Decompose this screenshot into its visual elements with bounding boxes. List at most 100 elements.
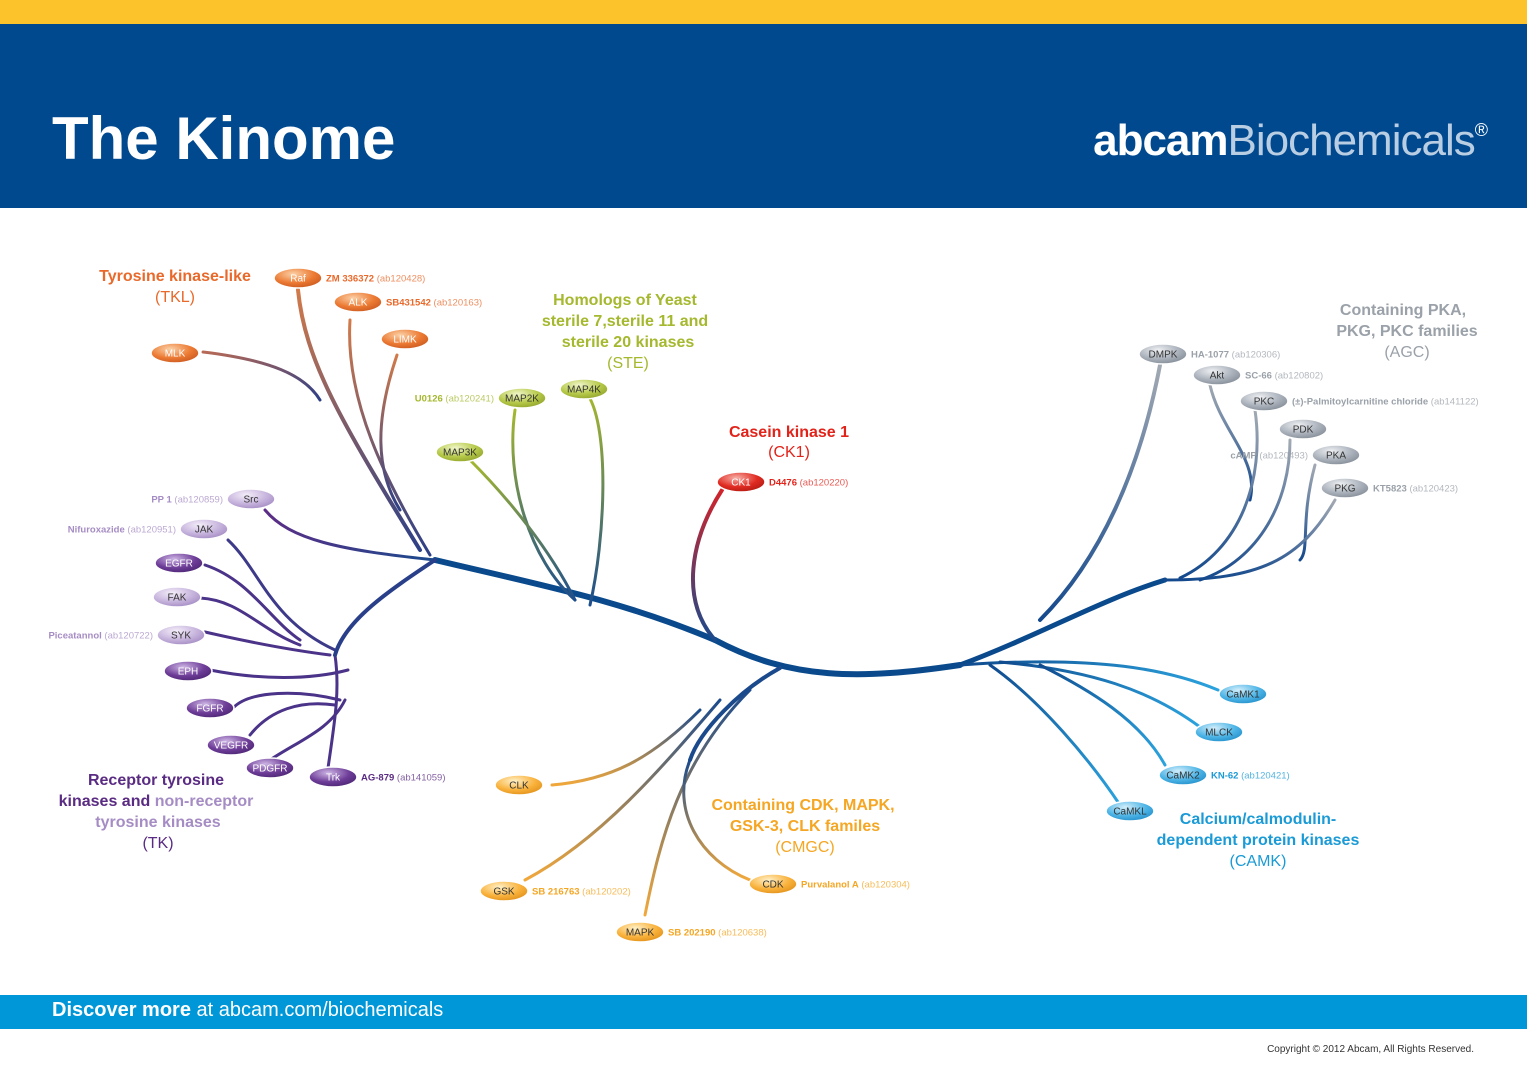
tk-branches — [198, 508, 437, 770]
kinase-oval-trk[interactable] — [308, 766, 358, 788]
kinase-node-egfr[interactable]: EGFR — [154, 552, 204, 574]
kinase-oval-pdgfr[interactable] — [245, 757, 295, 779]
kinase-label-pdk: PDK — [1293, 425, 1314, 436]
discover-url: at abcam.com/biochemicals — [190, 999, 444, 1021]
inhibitor-catalog-mapk: (ab120638) — [716, 928, 767, 939]
inhibitor-catalog-jak: (ab120951) — [125, 525, 176, 536]
kinase-label-limk: LIMK — [393, 335, 417, 346]
kinase-label-alk: ALK — [349, 298, 368, 309]
kinase-node-mlck[interactable]: MLCK — [1194, 721, 1244, 743]
kinase-oval-raf[interactable] — [273, 267, 323, 289]
header-banner — [0, 24, 1527, 208]
kinase-oval-gsk[interactable] — [479, 880, 529, 902]
kinase-node-pdk[interactable]: PDK — [1278, 418, 1328, 440]
kinase-oval-map4k[interactable] — [559, 378, 609, 400]
kinase-label-pdgfr: PDGFR — [253, 764, 288, 775]
brand-bold: abcam — [1093, 116, 1228, 165]
kinase-node-eph[interactable]: EPH — [163, 660, 213, 682]
discover-bold: Discover more — [52, 999, 191, 1021]
kinase-oval-alk[interactable] — [333, 291, 383, 313]
discover-link[interactable]: Discover more at abcam.com/biochemicals — [52, 999, 443, 1022]
family-labels: Tyrosine kinase-like (TKL) Homologs of Y… — [59, 268, 1478, 870]
footer-banner: Discover more at abcam.com/biochemicals — [0, 995, 1527, 1029]
kinase-label-pkc: PKC — [1254, 397, 1275, 408]
kinase-node-clk[interactable]: CLK — [494, 774, 544, 796]
kinase-oval-eph[interactable] — [163, 660, 213, 682]
inhibitor-catalog-akt: (ab120802) — [1272, 371, 1323, 382]
kinase-oval-pdk[interactable] — [1278, 418, 1328, 440]
inhibitor-catalog-dmpk: (ab120306) — [1229, 350, 1280, 361]
ck1-branch — [690, 488, 724, 642]
kinase-oval-camk1[interactable] — [1218, 683, 1268, 705]
kinase-node-pkc[interactable]: PKC(±)-Palmitoylcarnitine chloride (ab14… — [1239, 390, 1479, 412]
kinase-node-map4k[interactable]: MAP4K — [559, 378, 609, 400]
kinase-label-gsk: GSK — [493, 887, 514, 898]
kinase-oval-syk[interactable] — [156, 624, 206, 646]
kinase-node-fak[interactable]: FAK — [152, 586, 202, 608]
kinase-node-camk1[interactable]: CaMK1 — [1218, 683, 1268, 705]
family-tk-name-2a: kinases and — [59, 793, 155, 810]
brand-light: Biochemicals — [1227, 116, 1476, 165]
kinase-node-vegfr[interactable]: VEGFR — [206, 734, 256, 756]
family-camk-name-1: Calcium/calmodulin- — [1180, 811, 1336, 828]
kinase-label-camk2: CaMK2 — [1166, 771, 1200, 782]
kinase-label-jak: JAK — [195, 525, 214, 536]
kinase-oval-mlck[interactable] — [1194, 721, 1244, 743]
kinase-oval-fgfr[interactable] — [185, 697, 235, 719]
kinase-oval-src[interactable] — [226, 488, 276, 510]
kinase-oval-map3k[interactable] — [435, 441, 485, 463]
kinase-oval-egfr[interactable] — [154, 552, 204, 574]
inhibitor-jak: Nifuroxazide (ab120951) — [68, 525, 176, 536]
kinase-oval-clk[interactable] — [494, 774, 544, 796]
kinase-oval-mlk[interactable] — [150, 342, 200, 364]
kinase-oval-pkg[interactable] — [1320, 477, 1370, 499]
kinase-node-map3k[interactable]: MAP3K — [435, 441, 485, 463]
kinase-oval-fak[interactable] — [152, 586, 202, 608]
kinase-label-map4k: MAP4K — [567, 385, 601, 396]
inhibitor-catalog-cdk: (ab120304) — [859, 880, 910, 891]
kinase-oval-ck1[interactable] — [716, 471, 766, 493]
kinase-node-limk[interactable]: LIMK — [380, 328, 430, 350]
copyright-notice: Copyright © 2012 Abcam, All Rights Reser… — [1267, 1044, 1474, 1055]
kinase-oval-cdk[interactable] — [748, 873, 798, 895]
inhibitor-catalog-raf: (ab120428) — [374, 274, 425, 285]
kinase-oval-pka[interactable] — [1311, 444, 1361, 466]
kinase-oval-akt[interactable] — [1192, 364, 1242, 386]
kinase-oval-vegfr[interactable] — [206, 734, 256, 756]
kinase-oval-pkc[interactable] — [1239, 390, 1289, 412]
kinase-node-fgfr[interactable]: FGFR — [185, 697, 235, 719]
kinase-oval-map2k[interactable] — [497, 387, 547, 409]
family-ste-abbr: (STE) — [607, 355, 649, 372]
kinase-oval-mapk[interactable] — [615, 921, 665, 943]
kinase-node-mlk[interactable]: MLK — [150, 342, 200, 364]
family-ste-name-1: Homologs of Yeast — [553, 292, 697, 309]
kinase-oval-camk2[interactable] — [1158, 764, 1208, 786]
inhibitor-mapk: SB 202190 (ab120638) — [668, 928, 767, 939]
kinase-label-ck1: CK1 — [731, 478, 751, 489]
family-tk-name-1: Receptor tyrosine — [88, 772, 224, 789]
kinase-node-pdgfr[interactable]: PDGFR — [245, 757, 295, 779]
kinase-node-jak[interactable]: JAK Nifuroxazide (ab120951) — [68, 518, 229, 540]
kinase-oval-camkl[interactable] — [1105, 800, 1155, 822]
kinase-oval-jak[interactable] — [179, 518, 229, 540]
family-cmgc-abbr: (CMGC) — [775, 839, 835, 856]
kinase-label-mlk: MLK — [165, 349, 186, 360]
kinase-oval-limk[interactable] — [380, 328, 430, 350]
kinase-node-camkl[interactable]: CaMKL — [1105, 800, 1155, 822]
kinase-oval-dmpk[interactable] — [1138, 343, 1188, 365]
